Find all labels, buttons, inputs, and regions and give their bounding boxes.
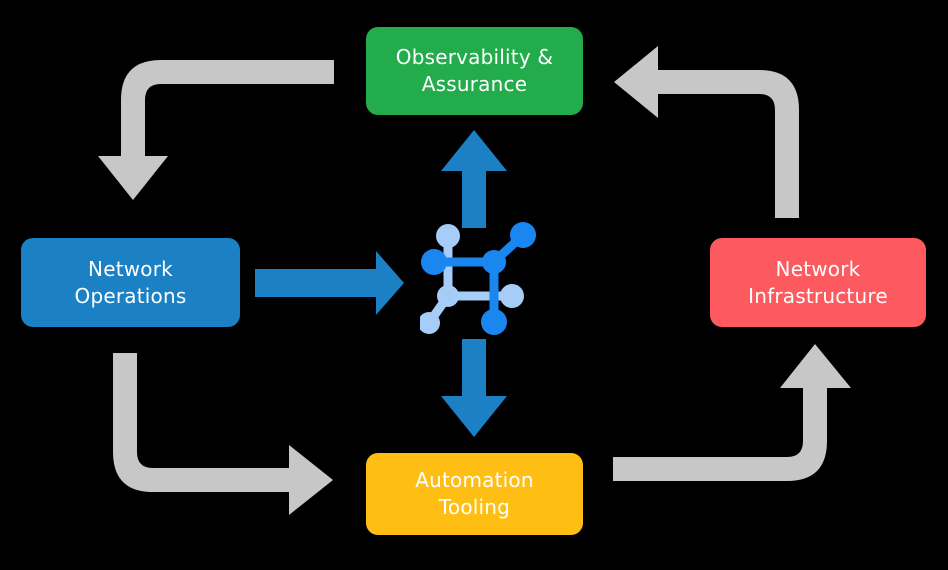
hub-arrow-up (441, 130, 507, 228)
hub-nodes-light (420, 224, 524, 334)
cycle-arrow-bottom-right (613, 344, 851, 481)
hub-arrow-down (441, 339, 507, 437)
network-hub-icon (420, 222, 536, 335)
node-observability[interactable]: Observability & Assurance (366, 27, 583, 115)
node-observability-label: Observability & Assurance (395, 45, 554, 96)
node-automation-tooling[interactable]: Automation Tooling (366, 453, 583, 535)
node-network-infrastructure-label: Network Infrastructure (748, 256, 888, 308)
cycle-arrow-bottom-left (113, 353, 333, 515)
cycle-arrow-top-left (98, 60, 334, 200)
node-network-operations[interactable]: Network Operations (21, 238, 240, 327)
hub-links-light (424, 231, 517, 328)
node-automation-tooling-label: Automation Tooling (415, 468, 534, 519)
cycle-arrow-top-right (614, 46, 799, 218)
node-network-infrastructure[interactable]: Network Infrastructure (710, 238, 926, 327)
hub-arrow-right (255, 251, 404, 315)
node-network-operations-label: Network Operations (74, 256, 187, 308)
hub-nodes-dark (421, 222, 536, 335)
